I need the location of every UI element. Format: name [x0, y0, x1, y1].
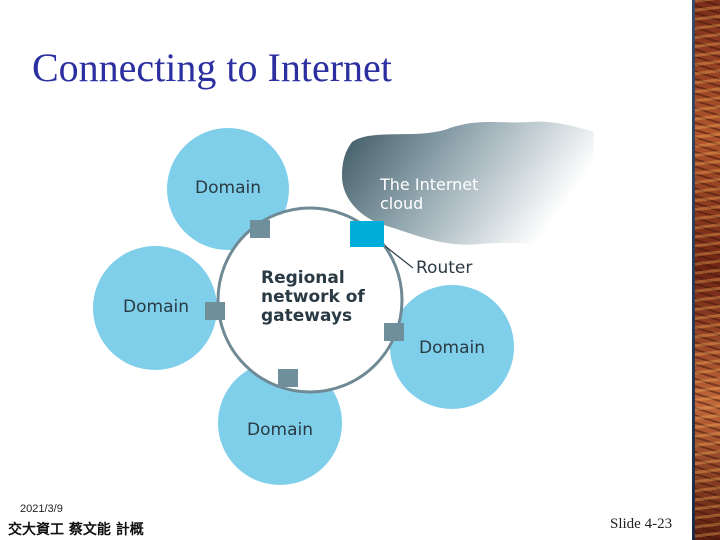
- footer-date: 2021/3/9: [20, 503, 63, 515]
- regional-label-line1: Regional: [261, 268, 345, 288]
- domain-label-bottom: Domain: [247, 420, 313, 440]
- regional-network-ring: [216, 206, 404, 394]
- domain-label-left: Domain: [123, 297, 189, 317]
- gateway-bottom: [278, 369, 298, 387]
- footer-author: 交大資工 蔡文能 計概: [8, 522, 144, 538]
- slide-title: Connecting to Internet: [32, 45, 392, 90]
- domain-circle-left: [93, 246, 217, 370]
- gateway-right: [384, 323, 404, 341]
- domain-circle-top: [167, 128, 289, 250]
- router-label: Router: [416, 258, 472, 278]
- domain-circle-right: [390, 285, 514, 409]
- regional-label-line3: gateways: [261, 306, 352, 326]
- gateway-top: [250, 220, 270, 238]
- domain-label-top: Domain: [195, 178, 261, 198]
- router-pointer-line: [384, 245, 414, 269]
- domain-label-right: Domain: [419, 338, 485, 358]
- cloud-label-line1: The Internet: [379, 175, 478, 194]
- gateway-left: [205, 302, 225, 320]
- regional-label-line2: network of: [261, 287, 365, 307]
- decorative-side-strip: [692, 0, 720, 540]
- footer-slide-number: Slide 4-23: [610, 516, 673, 532]
- router: [350, 221, 384, 247]
- cloud-label-line2: cloud: [380, 194, 423, 213]
- internet-cloud: [342, 121, 594, 245]
